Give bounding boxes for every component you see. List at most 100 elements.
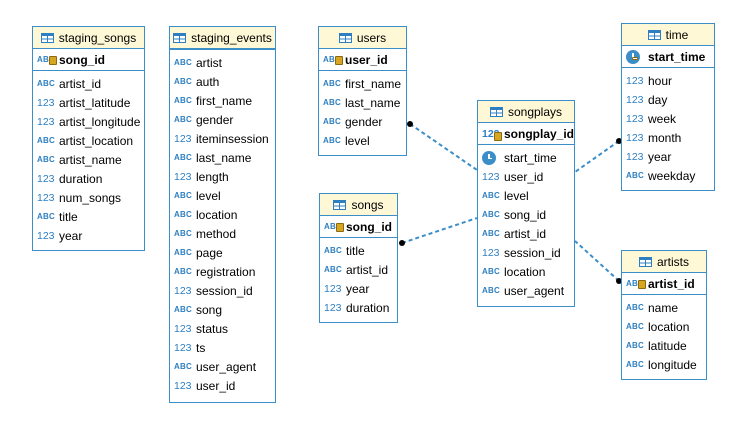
column-row[interactable]: ABC artist_id	[33, 74, 144, 93]
column-name: first_name	[196, 93, 253, 108]
column-name: hour	[648, 73, 673, 88]
entity-header[interactable]: staging_songs	[33, 27, 144, 49]
column-name: artist_id	[346, 262, 389, 277]
text-type-icon: ABC	[174, 77, 192, 86]
entity-header[interactable]: artists	[622, 251, 706, 273]
primary-key-row[interactable]: start_time	[622, 46, 714, 68]
numeric-type-icon: 123	[482, 246, 500, 259]
column-name: status	[196, 321, 229, 336]
text-type-icon: ABC	[174, 115, 192, 124]
primary-key-name: start_time	[648, 49, 706, 64]
text-type-icon: ABC	[37, 79, 55, 88]
entity-title: time	[665, 27, 689, 42]
text-type-icon: ABC	[626, 279, 646, 289]
column-name: user_id	[196, 378, 236, 393]
entity-header[interactable]: songplays	[478, 101, 574, 123]
column-name: song	[196, 302, 223, 317]
entity-header[interactable]: songs	[320, 194, 397, 216]
column-name: iteminsession	[196, 131, 269, 146]
primary-key-name: songplay_id	[503, 126, 574, 141]
column-row[interactable]: start_time	[478, 148, 574, 167]
column-name: artist_id	[59, 76, 102, 91]
text-type-icon: ABC	[626, 341, 644, 350]
entity-header[interactable]: time	[622, 24, 714, 46]
column-name: song_id	[504, 207, 547, 222]
table-icon	[333, 199, 347, 210]
entity-header[interactable]: staging_events	[170, 27, 275, 49]
entity-header[interactable]: users	[319, 27, 406, 49]
numeric-type-icon: 123	[37, 96, 55, 109]
text-type-icon: ABC	[174, 362, 192, 371]
column-name: artist_name	[59, 152, 122, 167]
column-name: day	[648, 92, 668, 107]
text-type-icon: ABC	[37, 212, 55, 221]
column-name: last_name	[345, 95, 401, 110]
entity-title: users	[356, 30, 387, 45]
